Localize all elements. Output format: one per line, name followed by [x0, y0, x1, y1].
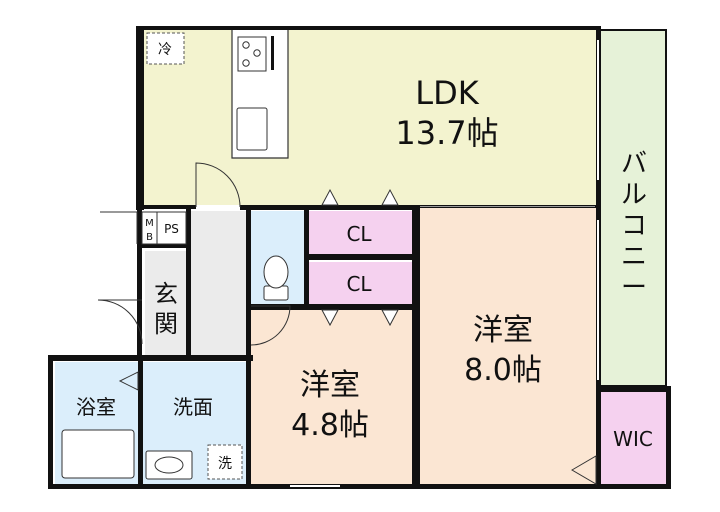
toilet-fixture [263, 255, 289, 301]
ps-box [156, 211, 187, 245]
ps-label: PS [164, 222, 179, 236]
doors [97, 162, 597, 485]
entrance-door-swing [97, 299, 143, 345]
balcony-label: バ ル コ ニ ー [621, 149, 647, 303]
wic-area [600, 392, 666, 484]
wic-label: WIC [613, 427, 653, 451]
fridge-space [146, 32, 185, 65]
washer-label: 洗 [218, 456, 232, 472]
closet-upper-label: CL [346, 222, 372, 246]
ldk-size: 13.7帖 [395, 114, 498, 152]
western-large-area [420, 208, 596, 484]
western-small-size: 4.8帖 [291, 408, 369, 443]
kitchen-counter [231, 30, 289, 159]
bath-door [118, 371, 139, 391]
closet-lower-area [308, 262, 412, 305]
windows [290, 40, 599, 487]
entrance-label: 玄 関 [154, 280, 178, 338]
mb-label-m: M [145, 218, 154, 229]
mb-label-b: B [146, 232, 153, 243]
western-small-name: 洋室 [300, 368, 360, 403]
balcony-area [600, 30, 666, 386]
stove [237, 36, 267, 72]
western-large-size: 8.0帖 [464, 353, 542, 388]
closet-lower-label: CL [346, 272, 372, 296]
svg-text:ニ: ニ [621, 242, 647, 272]
ldk-name: LDK [415, 74, 479, 112]
toilet-door-swing [250, 305, 291, 346]
wic-door [571, 455, 597, 485]
kitchen-sink [236, 107, 268, 151]
svg-text:ー: ー [621, 273, 647, 303]
western-small-area [250, 310, 416, 484]
hall-door-swing [100, 211, 138, 244]
svg-text:関: 関 [154, 310, 178, 338]
hall-area [190, 211, 248, 358]
washer-space [207, 444, 243, 480]
svg-text:玄: 玄 [154, 280, 178, 308]
closet-door-marks [321, 188, 399, 327]
washroom-label: 洗面 [173, 395, 213, 419]
entrance-area [145, 251, 187, 355]
svg-text:バ: バ [621, 149, 647, 179]
wash-basin [145, 450, 193, 480]
bathtub [61, 429, 135, 479]
ldk-area [140, 30, 598, 205]
svg-text:ル: ル [621, 180, 647, 210]
closet-upper-area [308, 211, 412, 255]
fridge-label: 冷 [158, 42, 172, 58]
svg-text:コ: コ [621, 211, 647, 241]
ldk-door-swing [195, 162, 241, 208]
western-large-name: 洋室 [473, 313, 533, 348]
bath-label: 浴室 [76, 395, 116, 419]
